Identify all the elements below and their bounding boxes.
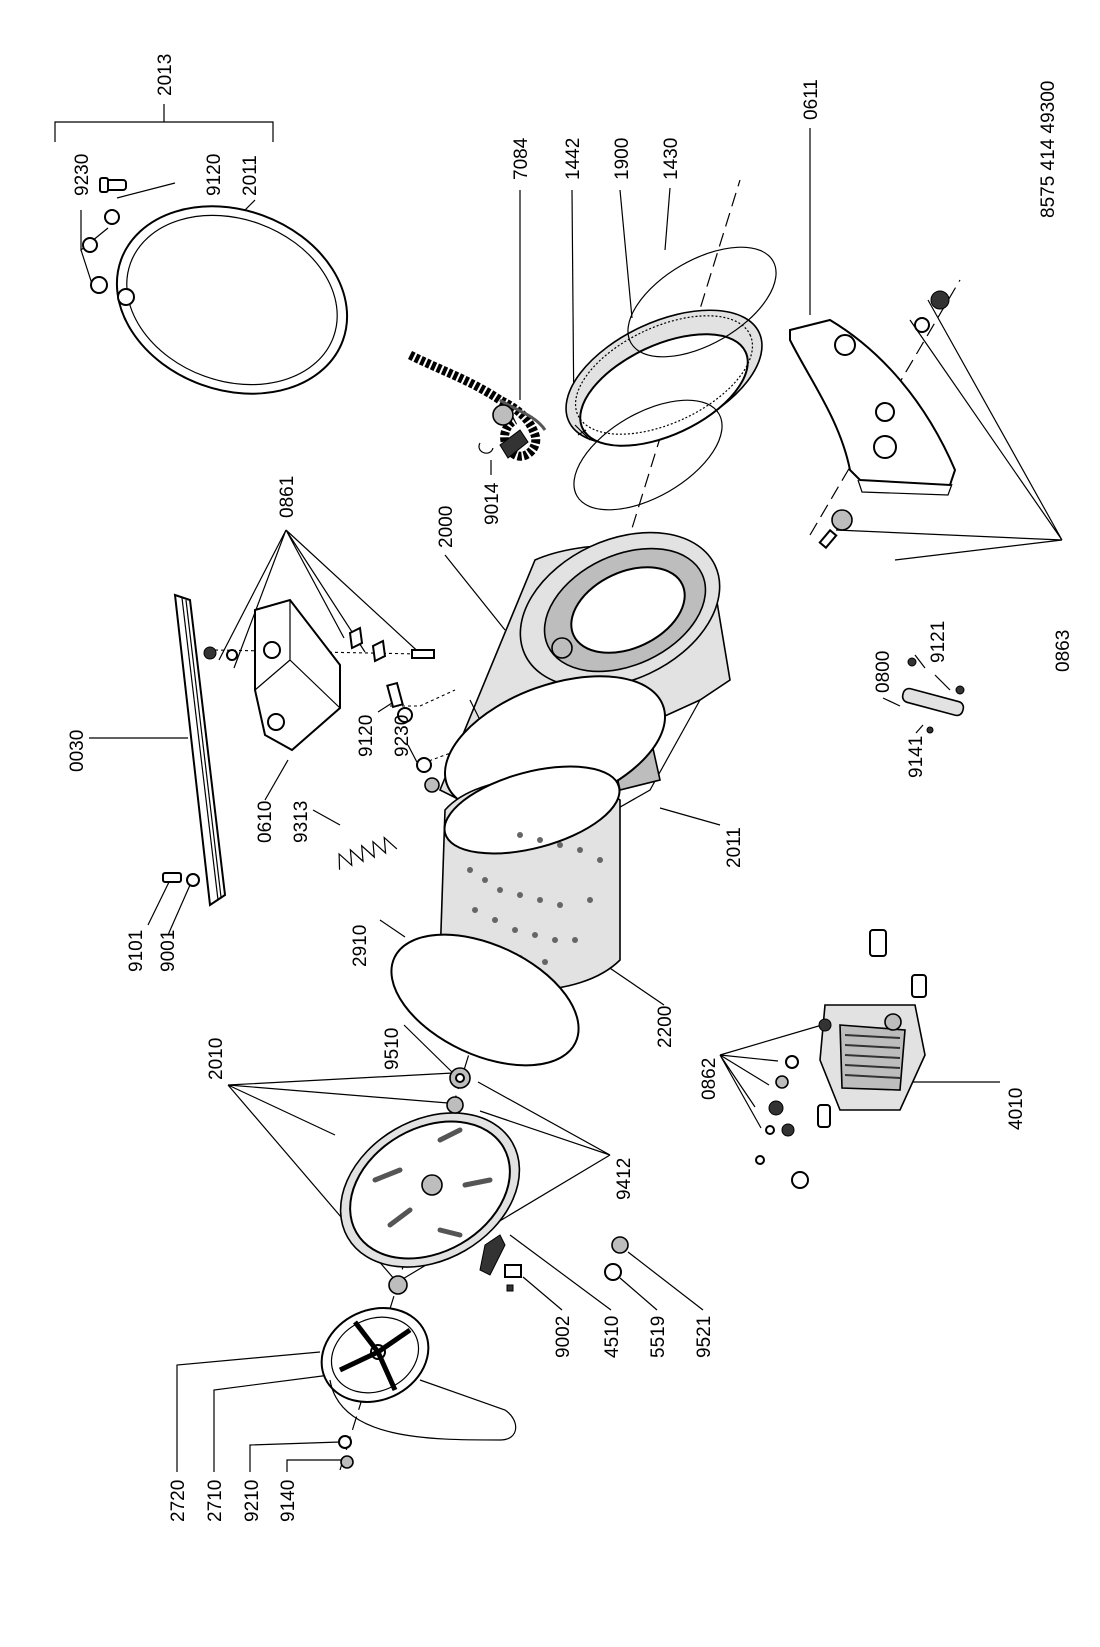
belt-2710: [329, 1379, 517, 1441]
drum-ring-top: [115, 205, 349, 395]
screw-9101: [162, 872, 182, 883]
motor-4010: [817, 929, 927, 1128]
clamp-ring-1442: [573, 399, 723, 511]
label-2000: 2000: [436, 506, 457, 548]
label-2013: 2013: [155, 54, 176, 96]
label-9014: 9014: [482, 482, 503, 525]
clip-9002: [504, 1264, 522, 1292]
nut-9210: [338, 1435, 352, 1449]
label-4510: 4510: [602, 1316, 623, 1358]
bushing-5519: [604, 1263, 622, 1281]
rail-0030: [173, 593, 227, 907]
rear-plate-2010: [339, 1112, 521, 1268]
label-9521: 9521: [694, 1316, 715, 1358]
label-2910: 2910: [350, 925, 371, 967]
label-9121: 9121: [928, 621, 949, 663]
spring-9313: [338, 836, 398, 870]
label-0861: 0861: [277, 476, 298, 518]
counterweight-0610: [254, 598, 341, 752]
label-9101: 9101: [126, 930, 147, 972]
label-0610: 0610: [255, 801, 276, 843]
label-7084: 7084: [511, 137, 532, 180]
door-seal-1900: [565, 309, 763, 447]
clamp-ring-1430: [627, 246, 777, 358]
label-9412: 9412: [614, 1158, 635, 1200]
counterweight-0611: [789, 318, 957, 496]
shaft-0800: [901, 657, 965, 734]
label-9210: 9210: [242, 1480, 263, 1522]
label-9120-top: 9120: [204, 154, 225, 196]
bearing-9510: [449, 1067, 471, 1089]
label-0800: 0800: [873, 651, 894, 693]
label-2720: 2720: [168, 1480, 189, 1522]
fasteners-0862: [755, 1018, 832, 1189]
label-0611: 0611: [801, 79, 822, 120]
label-1430: 1430: [661, 138, 682, 180]
label-9120-mid: 9120: [356, 715, 377, 757]
gasket-2910: [390, 933, 580, 1067]
pulley-2720: [320, 1307, 430, 1403]
nuts-9230-mid: [397, 707, 440, 793]
label-2011-mid: 2011: [724, 827, 745, 868]
sensor-4510: [479, 1234, 506, 1276]
nut-9140: [340, 1455, 354, 1469]
label-0862: 0862: [699, 1058, 720, 1100]
label-9313: 9313: [291, 801, 312, 843]
label-9230-mid: 9230: [392, 715, 413, 757]
label-2200: 2200: [655, 1006, 676, 1048]
washer-9001: [186, 873, 200, 887]
fasteners-0863: [818, 290, 950, 550]
drum-2200: [439, 765, 621, 991]
label-9141: 9141: [906, 736, 927, 778]
label-9001: 9001: [158, 930, 179, 972]
nuts-9230-top: [82, 209, 135, 306]
clip-9014: [478, 442, 494, 454]
clamp-screw-1442: [574, 424, 591, 441]
screw-9120-top: [99, 177, 127, 193]
screw-9120-mid: [386, 681, 404, 709]
label-5519: 5519: [648, 1316, 669, 1358]
part-number-labels: 2013 9230 9120 2011 7084 1442 1900 1430 …: [67, 54, 1074, 1522]
label-2010: 2010: [206, 1038, 227, 1080]
label-1442: 1442: [563, 138, 584, 180]
label-2710: 2710: [205, 1480, 226, 1522]
wiring-harness-7084: [407, 350, 547, 461]
label-2011-top: 2011: [240, 155, 261, 196]
label-0863: 0863: [1053, 630, 1074, 672]
fasteners-0861: [203, 626, 435, 663]
label-9510: 9510: [382, 1028, 403, 1070]
bushing-9521: [611, 1236, 629, 1254]
label-4010: 4010: [1006, 1088, 1027, 1130]
label-9140: 9140: [278, 1480, 299, 1522]
label-9002: 9002: [553, 1316, 574, 1358]
bearings-9412: [388, 1096, 464, 1295]
label-9230-top: 9230: [72, 154, 93, 196]
label-0030: 0030: [67, 730, 88, 772]
label-1900: 1900: [612, 138, 633, 180]
document-number: 8575 414 49300: [1038, 81, 1059, 218]
